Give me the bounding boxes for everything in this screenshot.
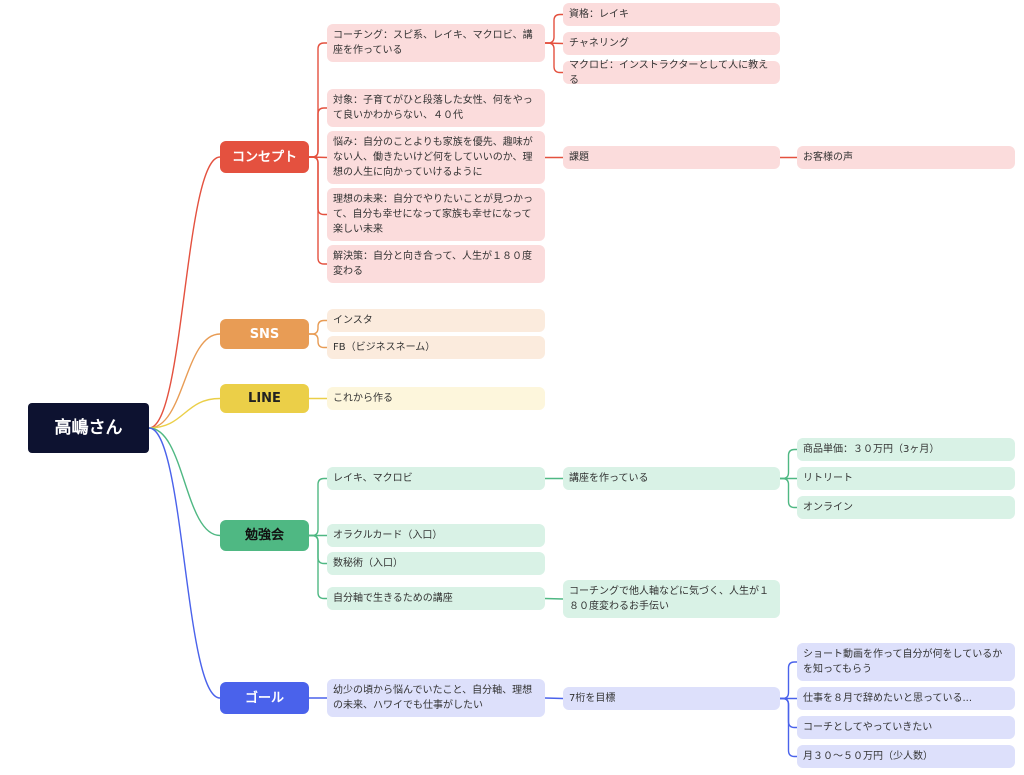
link-branch-concept-concept-target — [309, 107, 327, 158]
study-self-axis[interactable]: 自分軸で生きるための講座 — [327, 587, 545, 610]
concept-future[interactable]: 理想の未来：自分でやりたいことが見つかって、自分も幸せになって家族も幸せになって… — [327, 188, 545, 241]
concept-worry[interactable]: 悩み：自分のことよりも家族を優先、趣味がない人、働きたいけど何をしていいのか、理… — [327, 131, 545, 184]
link-root-branch-goal — [148, 427, 221, 699]
branch-sns[interactable]: SNS — [220, 319, 309, 349]
link-branch-study-study-self-axis — [309, 534, 327, 600]
branch-goal[interactable]: ゴール — [220, 682, 309, 714]
link-goal-item-goal-seven-digits — [544, 697, 564, 700]
link-study-self-axis-self-axis-child — [544, 597, 564, 600]
study-numerology[interactable]: 数秘術（入口） — [327, 552, 545, 575]
link-reiki-child-course-course-price — [780, 448, 797, 480]
course-price[interactable]: 商品単価：３０万円（3ヶ月） — [797, 438, 1015, 461]
branch-concept[interactable]: コンセプト — [220, 141, 309, 173]
link-root-branch-concept — [148, 156, 221, 429]
link-branch-concept-concept-solution — [309, 156, 327, 265]
course-retreat[interactable]: リトリート — [797, 467, 1015, 490]
root-node[interactable]: 高嶋さん — [28, 403, 149, 453]
link-concept-coaching-coaching-child-macrobiotic — [545, 42, 563, 74]
concept-coaching[interactable]: コーチング：スピ系、レイキ、マクロビ、講座を作っている — [327, 24, 545, 62]
goal-quit-job[interactable]: 仕事を８月で辞めたいと思っている... — [797, 687, 1015, 710]
reiki-child-course[interactable]: 講座を作っている — [563, 467, 780, 490]
goal-item[interactable]: 幼少の頃から悩んでいたこと、自分軸、理想の未来、ハワイでも仕事がしたい — [327, 679, 545, 717]
link-reiki-child-course-course-online — [780, 477, 797, 509]
concept-target[interactable]: 対象：子育てがひと段落した女性、何をやって良いかわからない、４０代 — [327, 89, 545, 127]
link-root-branch-study — [148, 427, 221, 537]
goal-coach[interactable]: コーチとしてやっていきたい — [797, 716, 1015, 739]
link-branch-sns-sns-facebook — [309, 333, 327, 349]
branch-study[interactable]: 勉強会 — [220, 520, 309, 551]
link-branch-sns-sns-instagram — [309, 319, 327, 335]
link-branch-study-study-reiki — [309, 477, 327, 537]
goal-seven-digits[interactable]: 7桁を目標 — [563, 687, 780, 710]
link-root-branch-line — [148, 397, 221, 429]
branch-line[interactable]: LINE — [220, 384, 309, 413]
link-concept-coaching-coaching-child-qualification — [545, 13, 563, 44]
link-root-branch-sns — [148, 333, 221, 429]
study-reiki[interactable]: レイキ、マクロビ — [327, 467, 545, 490]
coaching-child-channeling[interactable]: チャネリング — [563, 32, 780, 55]
link-goal-seven-digits-goal-short-video — [780, 661, 797, 700]
line-todo[interactable]: これから作る — [327, 387, 545, 410]
course-online[interactable]: オンライン — [797, 496, 1015, 519]
goal-income[interactable]: 月３０〜５０万円（少人数） — [797, 745, 1015, 768]
concept-solution[interactable]: 解決策：自分と向き合って、人生が１８０度変わる — [327, 245, 545, 283]
worry-child-issue[interactable]: 課題 — [563, 146, 780, 169]
coaching-child-qualification[interactable]: 資格：レイキ — [563, 3, 780, 26]
study-oracle[interactable]: オラクルカード（入口） — [327, 524, 545, 547]
goal-short-video[interactable]: ショート動画を作って自分が何をしているかを知ってもらう — [797, 643, 1015, 681]
link-goal-seven-digits-goal-income — [780, 697, 797, 758]
worry-grandchild-voice[interactable]: お客様の声 — [797, 146, 1015, 169]
sns-instagram[interactable]: インスタ — [327, 309, 545, 332]
sns-facebook[interactable]: FB（ビジネスネーム） — [327, 336, 545, 359]
self-axis-child[interactable]: コーチングで他人軸などに気づく、人生が１８０度変わるお手伝い — [563, 580, 780, 618]
coaching-child-macrobiotic[interactable]: マクロビ：インストラクターとして人に教える — [563, 60, 780, 86]
